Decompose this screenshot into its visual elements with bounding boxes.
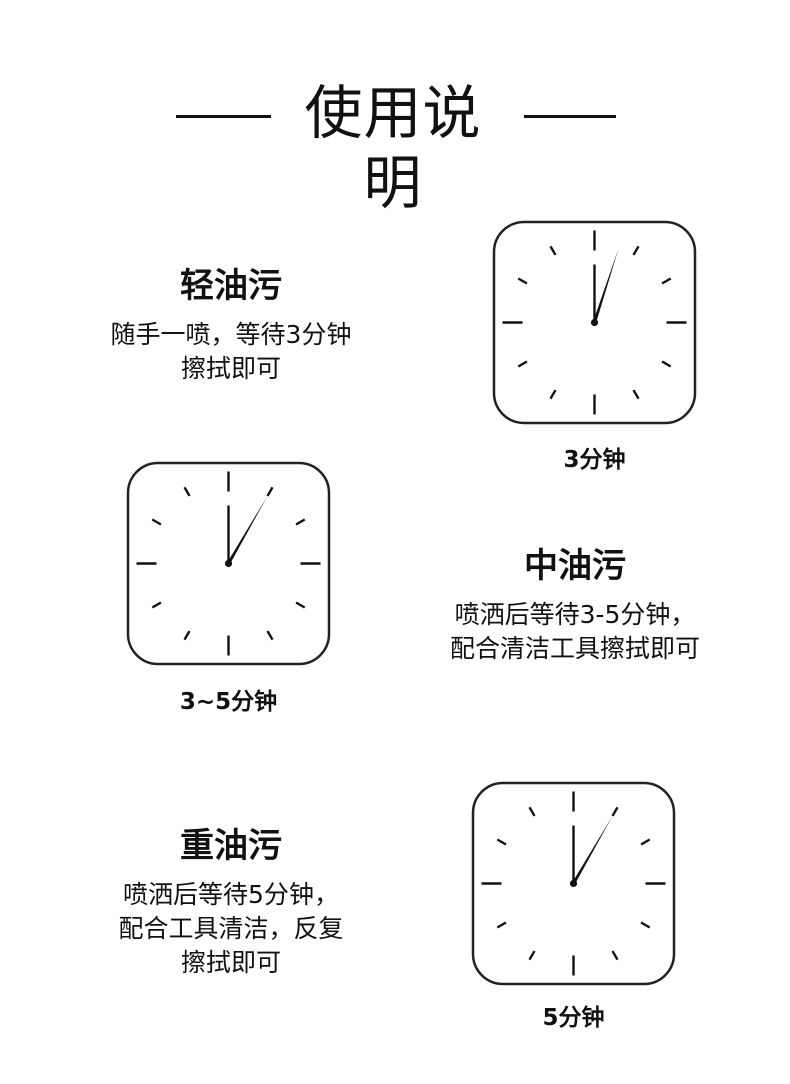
clock-tick <box>266 486 274 497</box>
clock-tick <box>183 486 191 497</box>
clock-tick <box>632 245 640 256</box>
level-desc-line: 配合清洁工具擦拭即可 <box>449 634 700 663</box>
clock-tick <box>549 245 557 256</box>
clock-tick <box>496 921 507 929</box>
light-grease-section: 轻油污 随手一喷，等待3分钟 擦拭即可 <box>96 266 366 386</box>
level-name: 轻油污 <box>180 266 282 306</box>
medium-grease-section: 中油污 喷洒后等待3-5分钟， 配合清洁工具擦拭即可 <box>430 546 720 666</box>
clock-tick <box>517 277 528 285</box>
clock-tick <box>528 950 536 961</box>
clock-center <box>569 879 578 888</box>
level-desc-line: 喷洒后等待3-5分钟， <box>454 600 696 629</box>
level-desc-line: 擦拭即可 <box>180 948 281 977</box>
level-desc-line: 随手一喷，等待3分钟 <box>110 320 352 349</box>
clock-caption: 3~5分钟 <box>179 689 278 715</box>
level-name: 中油污 <box>524 546 626 586</box>
clock-tick <box>183 630 191 641</box>
level-name: 重油污 <box>180 826 282 866</box>
clock-tick <box>640 921 651 929</box>
header-right-rule <box>524 115 616 118</box>
clock-tick <box>151 601 162 609</box>
clock-tick <box>661 277 672 285</box>
clock-center <box>590 318 599 327</box>
clock-tick <box>496 838 507 846</box>
clock-icon <box>471 781 676 986</box>
clock-tick <box>295 518 306 526</box>
clock-tick <box>611 950 619 961</box>
clock-icon <box>492 220 697 425</box>
clock-tick <box>528 806 536 817</box>
clock-tick <box>611 806 619 817</box>
header-left-rule <box>176 115 271 118</box>
clock-tick <box>632 389 640 400</box>
level-desc-line: 配合工具清洁，反复 <box>118 914 344 943</box>
clock-tick <box>661 360 672 368</box>
clock-tick <box>295 601 306 609</box>
clock-tick <box>266 630 274 641</box>
level-desc-line: 喷洒后等待5分钟， <box>123 880 339 909</box>
clock-tick <box>640 838 651 846</box>
page-title: 使用说明 <box>304 79 482 217</box>
minute-hand <box>227 495 268 565</box>
clock-caption: 3分钟 <box>563 447 626 473</box>
clock-tick <box>517 360 528 368</box>
page-header: 使用说明 <box>0 78 790 217</box>
clock-center <box>224 559 233 568</box>
clock-tick <box>549 389 557 400</box>
clock-icon <box>126 461 331 666</box>
level-desc-line: 擦拭即可 <box>180 354 281 383</box>
clock-caption: 5分钟 <box>542 1005 605 1031</box>
minute-hand <box>572 815 613 885</box>
heavy-grease-section: 重油污 喷洒后等待5分钟， 配合工具清洁，反复 擦拭即可 <box>96 826 366 980</box>
minute-hand <box>592 248 619 323</box>
clock-tick <box>151 518 162 526</box>
